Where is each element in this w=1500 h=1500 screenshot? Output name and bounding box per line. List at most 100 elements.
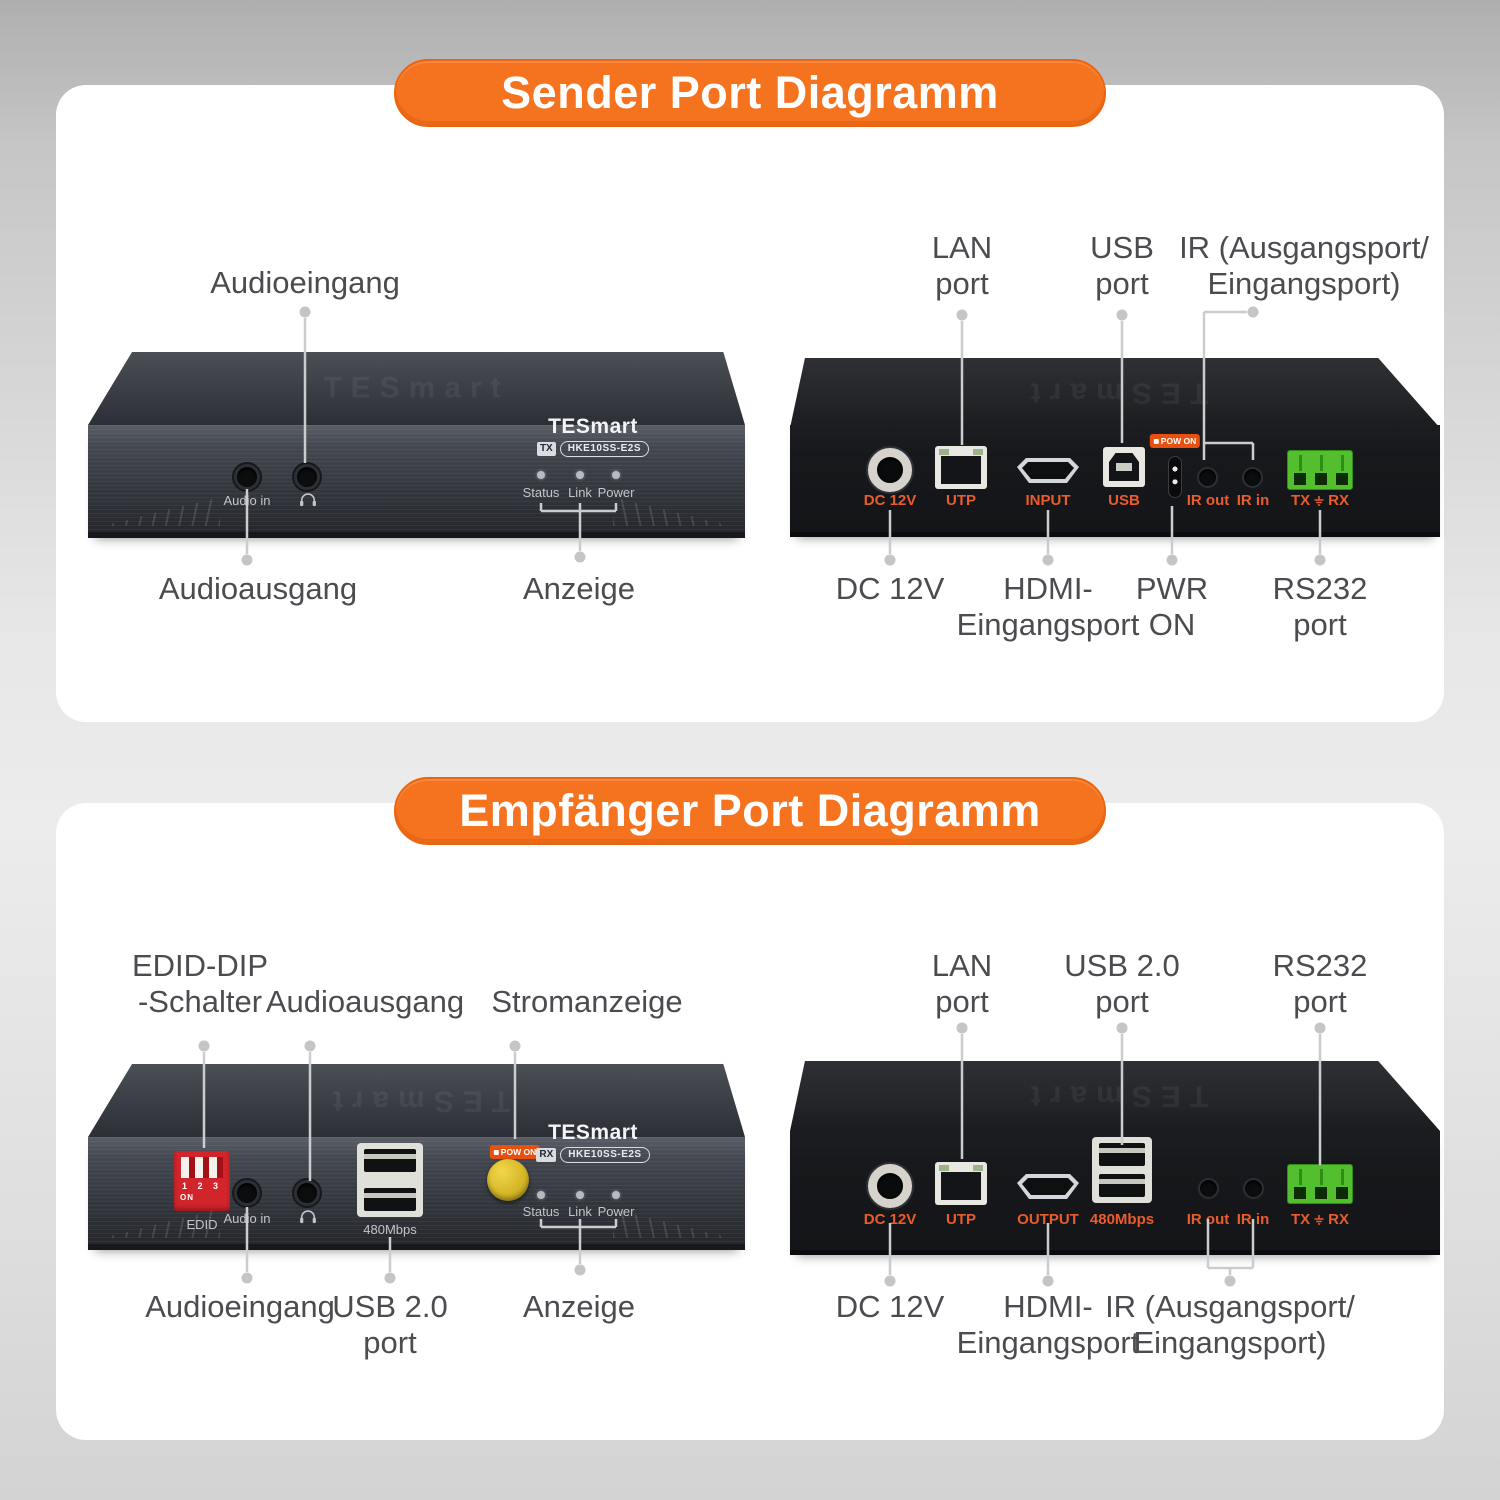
audio-in-label: Audio in — [223, 493, 271, 508]
rs232-terminal-block — [1287, 1164, 1353, 1204]
callout-line-1: IR (Ausgangsport/ — [1179, 230, 1429, 265]
sender-front-device: TESmart Audio in TESmart TX HKE10SS-E2S … — [88, 352, 745, 538]
pow-on-badge: POW ON — [1149, 434, 1201, 448]
callout-line-1: EDID-DIP — [131, 948, 269, 983]
callout-usb20-port: USB 2.0 port — [1064, 948, 1179, 1020]
usb-a-dual-port — [1092, 1137, 1152, 1203]
ir-in-jack — [1242, 467, 1263, 488]
callout-line-2: ON — [1148, 607, 1196, 642]
device-top-face: TESmart — [790, 358, 1440, 428]
callout-line-1: HDMI- — [1003, 571, 1093, 606]
callout-dc-12v: DC 12V — [835, 571, 945, 606]
edid-dip-switch: 1 2 3 ON — [174, 1151, 230, 1211]
sender-rear-panel: DC 12V UTP INPUT USB POW ON IR out IR in… — [790, 425, 1440, 537]
callout-stromanzeige: Stromanzeige — [491, 984, 683, 1019]
status-led-label: Status — [522, 485, 560, 500]
power-led — [612, 471, 620, 479]
callout-line-1: IR (Ausgangsport/ — [1105, 1289, 1355, 1324]
callout-line-1: RS232 — [1272, 571, 1368, 606]
model-number-badge: HKE10SS-E2S — [559, 441, 650, 457]
callout-line-2: port — [935, 984, 989, 1019]
usb-speed-label: 480Mbps — [363, 1222, 417, 1237]
brand-watermark: TESmart — [1021, 1079, 1209, 1113]
link-led — [576, 1191, 584, 1199]
power-switch — [1168, 456, 1182, 498]
ground-icon — [1314, 1214, 1324, 1225]
callout-ir-ports: IR (Ausgangsport/ Eingangsport) — [1179, 230, 1429, 302]
callout-lan-port: LAN port — [932, 230, 992, 302]
callout-audioausgang: Audioausgang — [158, 571, 358, 606]
sender-rear-device: TESmart DC 12V UTP INPUT USB POW ON IR o… — [790, 358, 1440, 537]
callout-hdmi-eingangsport: HDMI- Eingangsport — [957, 1289, 1140, 1361]
headphone-icon — [300, 493, 316, 507]
callout-pwr-on: PWR ON — [1136, 571, 1208, 643]
status-led — [537, 1191, 545, 1199]
callout-line-1: RS232 — [1272, 948, 1368, 983]
callout-line-2: -Schalter — [137, 984, 263, 1019]
model-number-badge: HKE10SS-E2S — [560, 1147, 650, 1163]
callout-line-2: Eingangsport — [956, 1325, 1140, 1360]
dc-label: DC 12V — [863, 1211, 917, 1228]
callout-line-1: LAN — [931, 230, 993, 265]
ir-out-label: IR out — [1186, 1211, 1230, 1228]
audio-in-jack — [234, 1180, 260, 1206]
callout-lan-port: LAN port — [932, 948, 992, 1020]
callout-line-2: port — [363, 1325, 417, 1360]
rx-badge: RX — [536, 1148, 557, 1162]
usb-speed-label: 480Mbps — [1089, 1211, 1155, 1228]
ground-icon — [1314, 495, 1324, 506]
hdmi-port — [1017, 1174, 1079, 1199]
txrx-label: TX RX — [1291, 1211, 1349, 1228]
link-led-label: Link — [568, 1204, 592, 1219]
utp-label: UTP — [946, 492, 976, 509]
callout-line-1: USB — [1090, 230, 1154, 265]
callout-anzeige: Anzeige — [522, 571, 636, 606]
callout-rs232-port: RS232 port — [1273, 571, 1368, 643]
callout-dc-12v: DC 12V — [835, 1289, 945, 1324]
callout-hdmi-eingangsport: HDMI- Eingangsport — [957, 571, 1140, 643]
ir-in-label: IR in — [1236, 1211, 1270, 1228]
callout-line-1: PWR — [1135, 571, 1209, 606]
usb-a-dual-port — [357, 1143, 423, 1217]
audio-in-label: Audio in — [223, 1211, 271, 1226]
callout-line-1: USB 2.0 — [332, 1289, 448, 1324]
power-button — [487, 1159, 529, 1201]
callout-line-2: Eingangsport) — [1207, 266, 1401, 301]
power-led-label: Power — [597, 1204, 635, 1219]
device-top-face: TESmart — [88, 352, 745, 425]
brand-logo: TESmart — [548, 1121, 638, 1144]
hdmi-output-label: OUTPUT — [1017, 1211, 1079, 1228]
brand-watermark: TESmart — [323, 370, 510, 404]
rx-text: RX — [1328, 492, 1350, 509]
rx-text: RX — [1328, 1211, 1350, 1228]
callout-line-2: port — [935, 266, 989, 301]
hdmi-input-label: INPUT — [1025, 492, 1071, 509]
ir-in-jack — [1243, 1178, 1264, 1199]
pow-on-badge: POW ON — [489, 1145, 541, 1159]
pow-on-text: POW ON — [500, 1147, 537, 1157]
dc-power-jack — [868, 1164, 912, 1208]
link-led-label: Link — [568, 485, 592, 500]
callout-rs232-port: RS232 port — [1273, 948, 1368, 1020]
usb-b-port — [1103, 447, 1145, 487]
sender-front-panel: Audio in TESmart TX HKE10SS-E2S Status L… — [88, 415, 745, 538]
model-badge: TX HKE10SS-E2S — [513, 441, 673, 457]
callout-usb20-port-front: USB 2.0 port — [332, 1289, 447, 1361]
callout-ir-ports: IR (Ausgangsport/ Eingangsport) — [1105, 1289, 1355, 1361]
receiver-front-panel: 1 2 3 ON EDID Audio in 480Mbps POW ON TE… — [88, 1121, 745, 1250]
model-badge: RX HKE10SS-E2S — [528, 1147, 658, 1163]
ir-in-label: IR in — [1236, 492, 1270, 509]
callout-line-2: port — [1293, 607, 1347, 642]
receiver-title: Empfänger Port Diagramm — [459, 785, 1041, 836]
edid-label: EDID — [186, 1217, 218, 1232]
brand-logo: TESmart — [548, 415, 638, 438]
ir-out-jack — [1198, 1178, 1219, 1199]
callout-line-1: USB 2.0 — [1064, 948, 1180, 983]
receiver-rear-panel: DC 12V UTP OUTPUT 480Mbps IR out IR in T… — [790, 1131, 1440, 1255]
tx-text: TX — [1290, 492, 1311, 509]
tx-badge: TX — [536, 442, 556, 456]
callout-usb-port: USB port — [1090, 230, 1154, 302]
callout-edid-dip-schalter: EDID-DIP -Schalter — [132, 948, 268, 1020]
callout-line-2: Eingangsport — [956, 607, 1140, 642]
power-led — [612, 1191, 620, 1199]
